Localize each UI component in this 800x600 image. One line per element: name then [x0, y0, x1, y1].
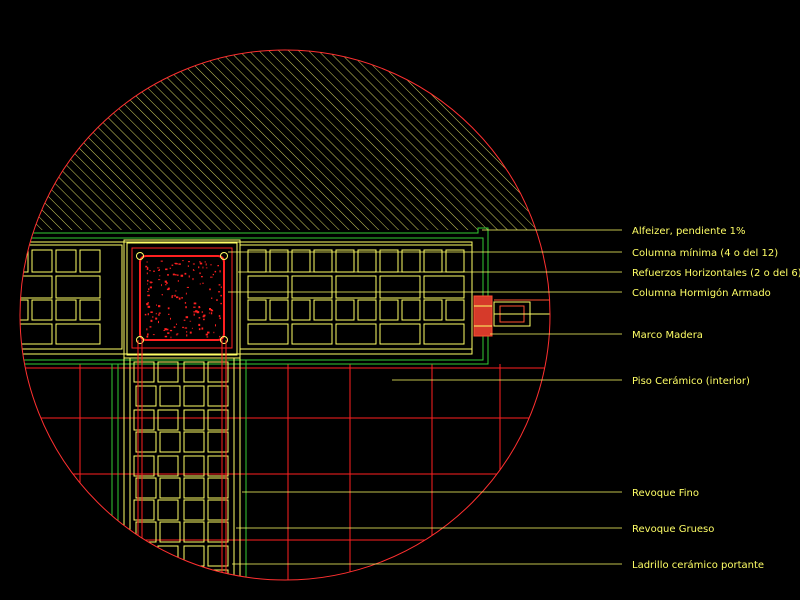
callout-labels: Alfeizer, pendiente 1% Columna mínima (4… [632, 226, 800, 571]
wall-outline [20, 239, 473, 580]
floor-tile-grid [20, 364, 550, 580]
wood-frame [473, 295, 550, 337]
label-columna-minima: Columna mínima (4 o del 12) [632, 247, 778, 259]
detail-boundary-circle [19, 49, 551, 581]
label-marco-madera: Marco Madera [632, 330, 703, 341]
drawing-content [20, 50, 550, 580]
callouts [228, 229, 622, 565]
vertical-rebar [137, 340, 227, 580]
label-alfeizer: Alfeizer, pendiente 1% [632, 226, 746, 237]
label-piso-ceramico: Piso Cerámico (interior) [632, 375, 750, 387]
label-columna-hormigon: Columna Hormigón Armado [632, 287, 771, 299]
label-revoque-fino: Revoque Fino [632, 488, 699, 499]
label-revoque-grueso: Revoque Grueso [632, 524, 714, 535]
hatched-wall [20, 50, 550, 230]
label-refuerzos: Refuerzos Horizontales (2 o del 6) [632, 268, 800, 279]
plaster-lines [20, 227, 489, 580]
brick-courses [20, 249, 465, 580]
label-ladrillo: Ladrillo cerámico portante [632, 559, 764, 571]
concrete-column [131, 247, 233, 349]
